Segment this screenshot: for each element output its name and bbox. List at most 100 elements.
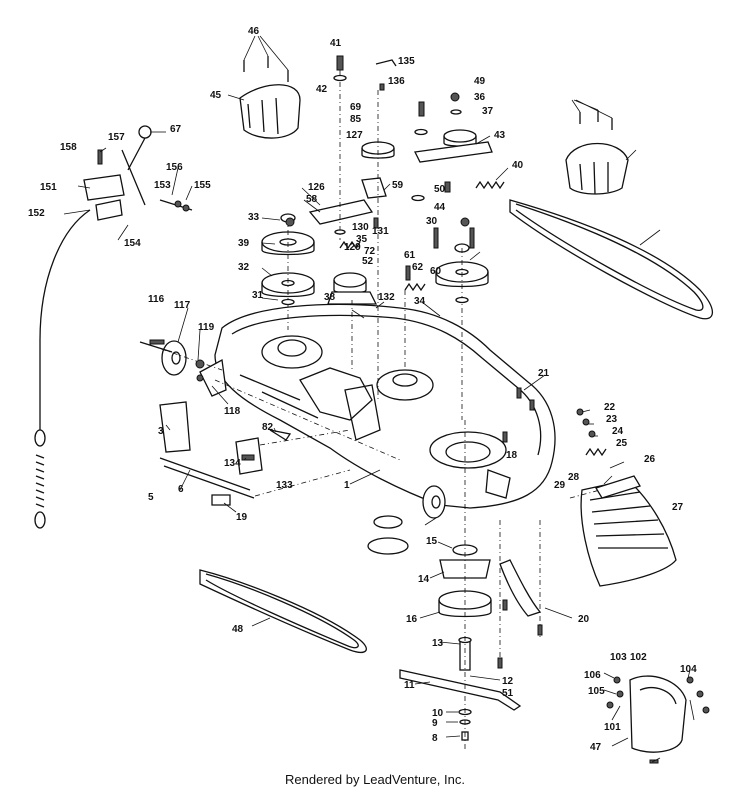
callout: 22 [604,402,616,413]
hardware [97,55,710,764]
callout: 38 [324,292,336,303]
callout: 25 [616,438,628,449]
belt-cover-left [239,84,301,139]
callout: 50 [434,184,446,195]
footer-credit: Rendered by LeadVenture, Inc. [285,772,465,787]
callout: 102 [630,652,647,663]
callout: 24 [612,426,624,437]
callout: 32 [238,262,250,273]
callout: 158 [60,142,77,153]
callout: 35 [356,234,368,245]
callout: 134 [224,458,241,469]
callout: 105 [588,686,605,697]
callout: 10 [432,708,444,719]
mower-deck [214,303,556,509]
callout: 12 [502,676,514,687]
callout-labels: 46 45 41 42 135 136 49 36 37 69 85 127 4… [28,26,697,753]
callout: 136 [388,76,405,87]
callout: 31 [252,290,264,301]
callout: 44 [434,202,446,213]
callout: 16 [406,614,418,625]
callout: 49 [474,76,486,87]
callout: 40 [512,160,524,171]
callout: 154 [124,238,141,249]
callout: 21 [538,368,550,379]
callout: 135 [398,56,415,67]
callout: 43 [494,130,506,141]
callout: 117 [174,300,191,311]
belt-47 [509,199,714,320]
callout: 104 [680,664,697,675]
callout: 156 [166,162,183,173]
callout: 20 [578,614,590,625]
callout: 5 [148,492,154,503]
callout: 23 [606,414,618,425]
callout: 51 [502,688,514,699]
callout: 39 [238,238,250,249]
callout: 60 [430,266,442,277]
callout: 15 [426,536,438,547]
deflector-20 [499,559,542,617]
callout: 33 [248,212,260,223]
callout: 6 [178,484,184,495]
callout: 130 [352,222,369,233]
pulley-center [327,272,378,305]
callout: 119 [198,322,215,333]
callout: 45 [210,90,222,101]
callout: 9 [432,718,438,729]
spindle-assembly [367,515,492,671]
callout: 103 [610,652,627,663]
callout: 52 [362,256,374,267]
callout: 34 [414,296,426,307]
callout: 61 [404,250,416,261]
belt-47-inner [515,203,704,311]
callout: 37 [482,106,494,117]
callout: 132 [378,292,395,303]
mulch-plate [629,675,687,753]
callout: 1 [344,480,350,491]
callout: 129 [344,242,361,253]
callout: 36 [474,92,486,103]
callout: 82 [262,422,274,433]
callout: 118 [224,406,241,417]
belt-cover-right [565,142,629,195]
callout: 69 [350,102,362,113]
callout: 18 [506,450,518,461]
callout: 152 [28,208,45,219]
callout: 106 [584,670,601,681]
callout: 62 [412,262,424,273]
belt-48-inner [205,573,359,649]
callout: 126 [308,182,325,193]
callout: 26 [644,454,656,465]
callout: 133 [276,480,293,491]
callout: 67 [170,124,182,135]
callout: 131 [372,226,389,237]
idler-bracket [361,177,387,199]
deck-wheel-left [139,340,187,376]
callout: 46 [248,26,260,37]
idler-arm [414,141,493,163]
callout: 14 [418,574,430,585]
belt-48 [199,569,367,654]
callout: 157 [108,132,125,143]
callout: 58 [306,194,318,205]
callout: 13 [432,638,444,649]
callout: 11 [404,680,415,691]
callout: 59 [392,180,404,191]
callout: 153 [154,180,171,191]
callout: 116 [148,294,165,305]
callout: 48 [232,624,244,635]
leader-lines [63,35,695,763]
callout: 30 [426,216,438,227]
callout: 42 [316,84,328,95]
callout: 41 [330,38,342,49]
mower-blade [399,669,522,711]
callout: 19 [236,512,248,523]
callout: 27 [672,502,684,513]
callout: 72 [364,246,376,257]
callout: 3 [158,426,164,437]
arm-plate [308,199,374,225]
callout: 29 [554,480,566,491]
control-cable [34,125,193,529]
